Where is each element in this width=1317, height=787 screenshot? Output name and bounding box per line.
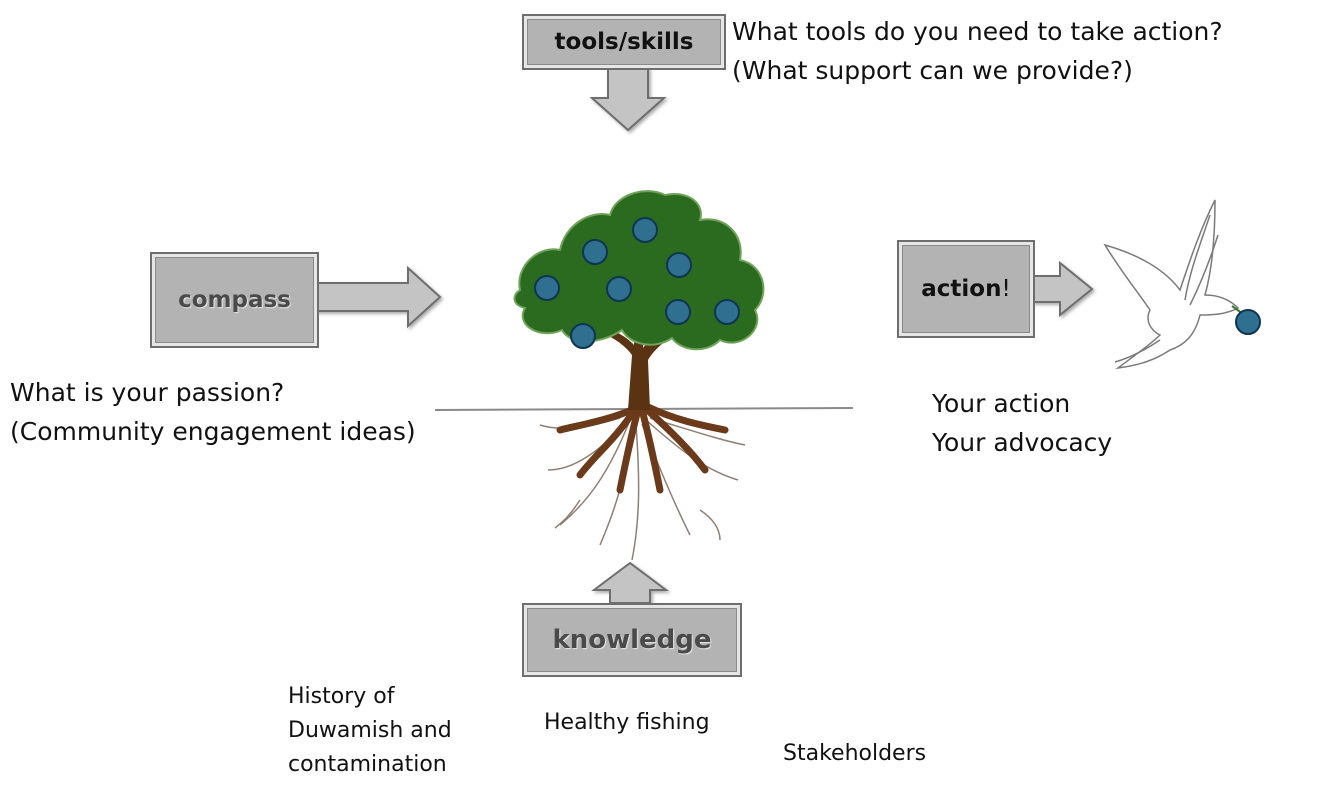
action-exclamation: !	[1001, 276, 1011, 302]
tools-support-question: (What support can we provide?)	[732, 56, 1133, 85]
tree-icon	[513, 190, 765, 561]
history-item: History of Duwamish and contamination	[288, 680, 452, 782]
dove-icon	[1103, 199, 1261, 370]
compass-right-arrow	[314, 265, 442, 329]
action-label: action	[921, 276, 1002, 302]
compass-box: compass	[150, 252, 319, 348]
tools-question: What tools do you need to take action?	[732, 17, 1223, 46]
tools-down-arrow	[589, 67, 667, 132]
history-line-3: contamination	[288, 752, 447, 777]
knowledge-label: knowledge	[552, 625, 712, 655]
history-line-1: History of	[288, 684, 395, 709]
compass-label: compass	[178, 287, 291, 313]
your-advocacy: Your advocacy	[932, 428, 1113, 457]
tools-skills-label: tools/skills	[554, 29, 694, 55]
healthy-fishing-item: Healthy fishing	[544, 710, 710, 735]
knowledge-up-arrow	[591, 561, 669, 604]
compass-caption: What is your passion? (Community engagem…	[10, 376, 416, 448]
action-right-arrow	[1032, 260, 1094, 318]
tools-caption: What tools do you need to take action? (…	[732, 15, 1223, 87]
your-action: Your action	[932, 389, 1071, 418]
action-caption: Your action Your advocacy	[932, 387, 1112, 459]
stakeholders-item: Stakeholders	[783, 741, 927, 766]
tools-skills-box: tools/skills	[522, 14, 726, 70]
passion-question: What is your passion?	[10, 378, 285, 407]
history-line-2: Duwamish and	[288, 718, 452, 743]
community-ideas: (Community engagement ideas)	[10, 417, 416, 446]
knowledge-box: knowledge	[522, 603, 742, 677]
action-box: action!	[897, 240, 1035, 338]
